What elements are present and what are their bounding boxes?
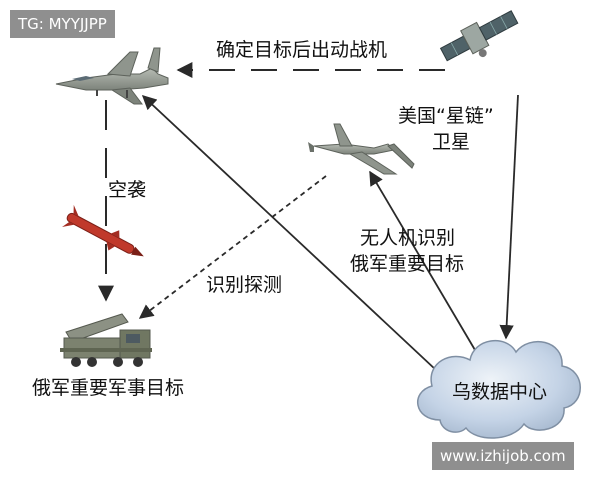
node-label-drone-line2: 俄军重要目标: [350, 253, 465, 275]
cloud-icon: [416, 339, 581, 439]
satellite-icon: [439, 10, 519, 62]
edge-drone-to-target: [138, 175, 327, 319]
edge-datacenter-to-jet: [141, 95, 437, 371]
node-label-target: 俄军重要军事目标: [32, 377, 185, 399]
drone-icon: [308, 123, 415, 175]
edge-satellite-to-datacenter: [499, 94, 519, 340]
node-label-data-center: 乌数据中心: [452, 381, 548, 403]
node-label-satellite-line1: 美国“星链”: [398, 105, 494, 127]
edge-label-jet-to-target: 空袭: [108, 179, 147, 201]
watermark-bottom: www.izhijob.com: [432, 442, 574, 470]
watermark-top: TG: MYYJJPP: [10, 10, 115, 38]
edge-label-satellite-to-jet: 确定目标后出动战机: [216, 39, 388, 61]
edge-datacenter-to-drone: [369, 170, 476, 351]
missile-icon: [62, 204, 144, 257]
launcher-vehicle-icon: [60, 313, 152, 367]
node-label-drone-line1: 无人机识别: [360, 227, 456, 249]
jet-fighter-icon: [55, 47, 169, 105]
edge-label-drone-to-target: 识别探测: [206, 274, 283, 296]
node-label-satellite-line2: 卫星: [432, 131, 471, 153]
